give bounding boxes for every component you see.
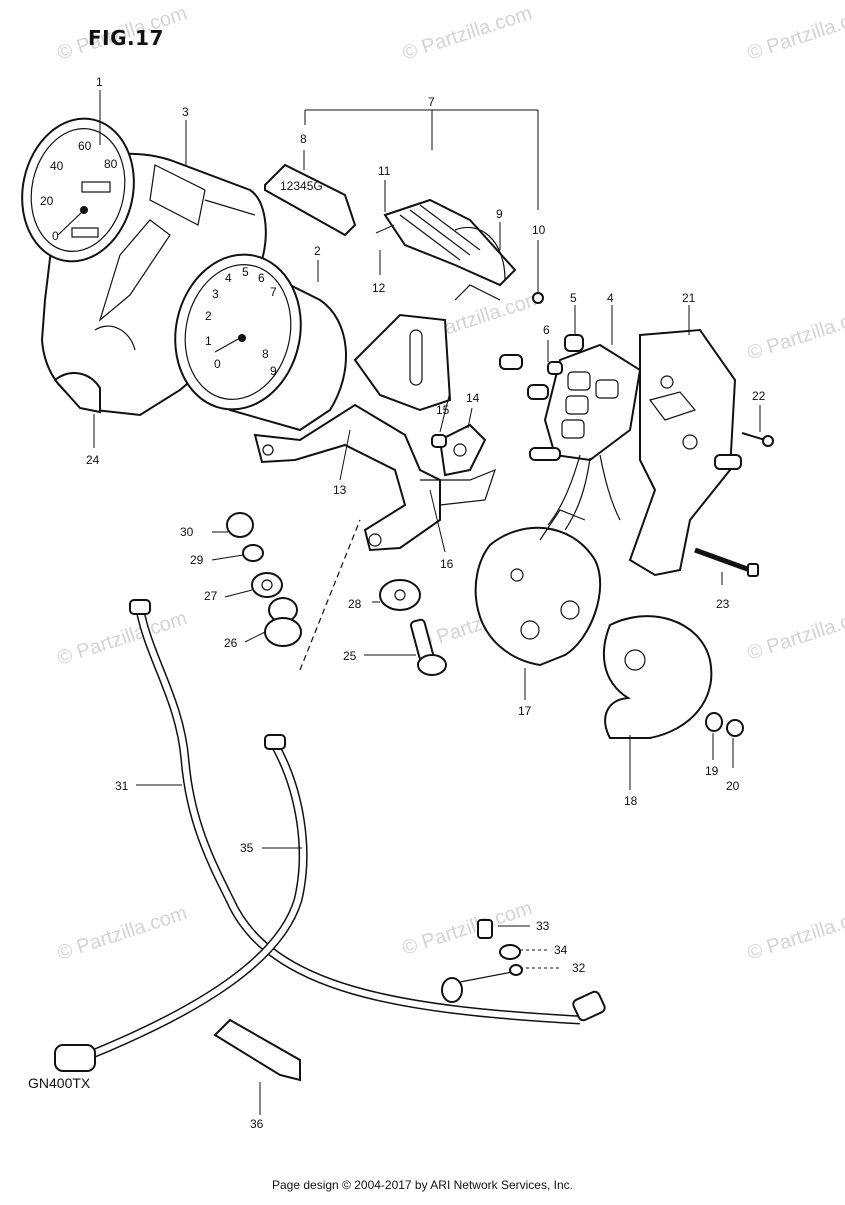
odometer-assembly: 12345G bbox=[264, 163, 544, 304]
callout-36: 36 bbox=[250, 1117, 264, 1131]
tacho-number: 5 bbox=[242, 265, 249, 279]
callout-4: 4 bbox=[607, 291, 614, 305]
watermark: © Partzilla.com bbox=[745, 602, 845, 665]
figure-title: FIG.17 bbox=[88, 26, 164, 50]
tacho-number: 0 bbox=[214, 357, 221, 371]
tacho-number: 9 bbox=[270, 364, 277, 378]
nut bbox=[726, 719, 744, 737]
grommet bbox=[264, 597, 302, 647]
bolt bbox=[477, 919, 493, 939]
bulb bbox=[431, 434, 447, 448]
dashed-reference-line bbox=[299, 519, 361, 671]
callout-31: 31 bbox=[115, 779, 129, 793]
callout-10: 10 bbox=[532, 223, 546, 237]
callout-2: 2 bbox=[314, 244, 321, 258]
washer bbox=[251, 572, 283, 598]
washer bbox=[705, 712, 723, 732]
callout-3: 3 bbox=[182, 105, 189, 119]
callout-9: 9 bbox=[496, 207, 503, 221]
bulb-socket bbox=[438, 423, 487, 477]
tacho-number: 8 bbox=[262, 347, 269, 361]
callout-23: 23 bbox=[716, 597, 730, 611]
tacho-number: 6 bbox=[258, 271, 265, 285]
tacho-number: 1 bbox=[205, 334, 212, 348]
callout-5: 5 bbox=[570, 291, 577, 305]
watermark: © Partzilla.com bbox=[55, 607, 190, 670]
callout-30: 30 bbox=[180, 525, 194, 539]
speedo-number: 80 bbox=[104, 157, 118, 171]
callout-32: 32 bbox=[572, 961, 586, 975]
callout-20: 20 bbox=[726, 779, 740, 793]
callout-12: 12 bbox=[372, 281, 386, 295]
watermark: © Partzilla.com bbox=[400, 2, 535, 65]
speedometer: 0 20 40 60 80 bbox=[21, 117, 135, 263]
callout-21: 21 bbox=[682, 291, 696, 305]
callout-15: 15 bbox=[436, 403, 450, 417]
watermark: © Partzilla.com bbox=[745, 2, 845, 65]
bolt bbox=[694, 547, 759, 577]
small-cover bbox=[53, 372, 101, 414]
callout-7: 7 bbox=[428, 95, 435, 109]
bolt bbox=[409, 618, 447, 676]
speedo-number: 60 bbox=[78, 139, 92, 153]
speedo-number: 0 bbox=[52, 229, 59, 243]
watermark: © Partzilla.com bbox=[745, 902, 845, 965]
watermark: © Partzilla.com bbox=[745, 302, 845, 365]
callout-numbers: 1 3 7 8 11 9 10 2 12 5 4 21 6 22 15 14 2… bbox=[86, 75, 766, 1131]
watermark: © Partzilla.com bbox=[55, 902, 190, 965]
callout-13: 13 bbox=[333, 483, 347, 497]
callout-17: 17 bbox=[518, 704, 532, 718]
speedometer-cable bbox=[129, 599, 606, 1025]
tacho-number: 7 bbox=[270, 285, 277, 299]
leader-lines bbox=[93, 90, 761, 1115]
speedo-number: 40 bbox=[50, 159, 64, 173]
washer bbox=[242, 544, 264, 562]
callout-1: 1 bbox=[96, 75, 103, 89]
callout-16: 16 bbox=[440, 557, 454, 571]
callout-28: 28 bbox=[348, 597, 362, 611]
callout-11: 11 bbox=[378, 164, 391, 178]
callout-29: 29 bbox=[190, 553, 204, 567]
tachometer-cable bbox=[54, 734, 308, 1072]
callout-8: 8 bbox=[300, 132, 307, 146]
cap-nut bbox=[226, 512, 254, 538]
model-label: GN400TX bbox=[28, 1075, 91, 1091]
callout-33: 33 bbox=[536, 919, 550, 933]
cable-clamp bbox=[441, 964, 523, 1003]
callout-24: 24 bbox=[86, 453, 100, 467]
indicator-light-assembly bbox=[499, 334, 642, 531]
callout-14: 14 bbox=[466, 391, 480, 405]
headlight-housing-back bbox=[474, 509, 602, 667]
callout-35: 35 bbox=[240, 841, 254, 855]
tacho-number: 2 bbox=[205, 309, 212, 323]
speedo-number: 20 bbox=[40, 194, 54, 208]
callout-6: 6 bbox=[543, 323, 550, 337]
callout-26: 26 bbox=[224, 636, 238, 650]
callout-22: 22 bbox=[752, 389, 766, 403]
watermarks: © Partzilla.com © Partzilla.com © Partzi… bbox=[55, 2, 845, 965]
meter-bracket bbox=[253, 403, 441, 552]
callout-34: 34 bbox=[554, 943, 568, 957]
callout-18: 18 bbox=[624, 794, 638, 808]
tachometer: 0 1 2 3 4 5 6 7 8 9 bbox=[174, 253, 347, 432]
callout-19: 19 bbox=[705, 764, 719, 778]
callout-25: 25 bbox=[343, 649, 357, 663]
instrument-cover bbox=[628, 328, 742, 577]
cable-clamp bbox=[213, 1018, 301, 1082]
callout-27: 27 bbox=[204, 589, 218, 603]
washer bbox=[379, 579, 421, 611]
tacho-number: 4 bbox=[225, 271, 232, 285]
svg-text:12345G: 12345G bbox=[280, 179, 323, 193]
washer bbox=[499, 944, 521, 960]
tacho-number: 3 bbox=[212, 287, 219, 301]
screw bbox=[741, 432, 774, 447]
page-footer: Page design © 2004-2017 by ARI Network S… bbox=[271, 1178, 573, 1192]
headlight-shell bbox=[602, 615, 713, 739]
indicator-panel-frame bbox=[353, 313, 496, 506]
